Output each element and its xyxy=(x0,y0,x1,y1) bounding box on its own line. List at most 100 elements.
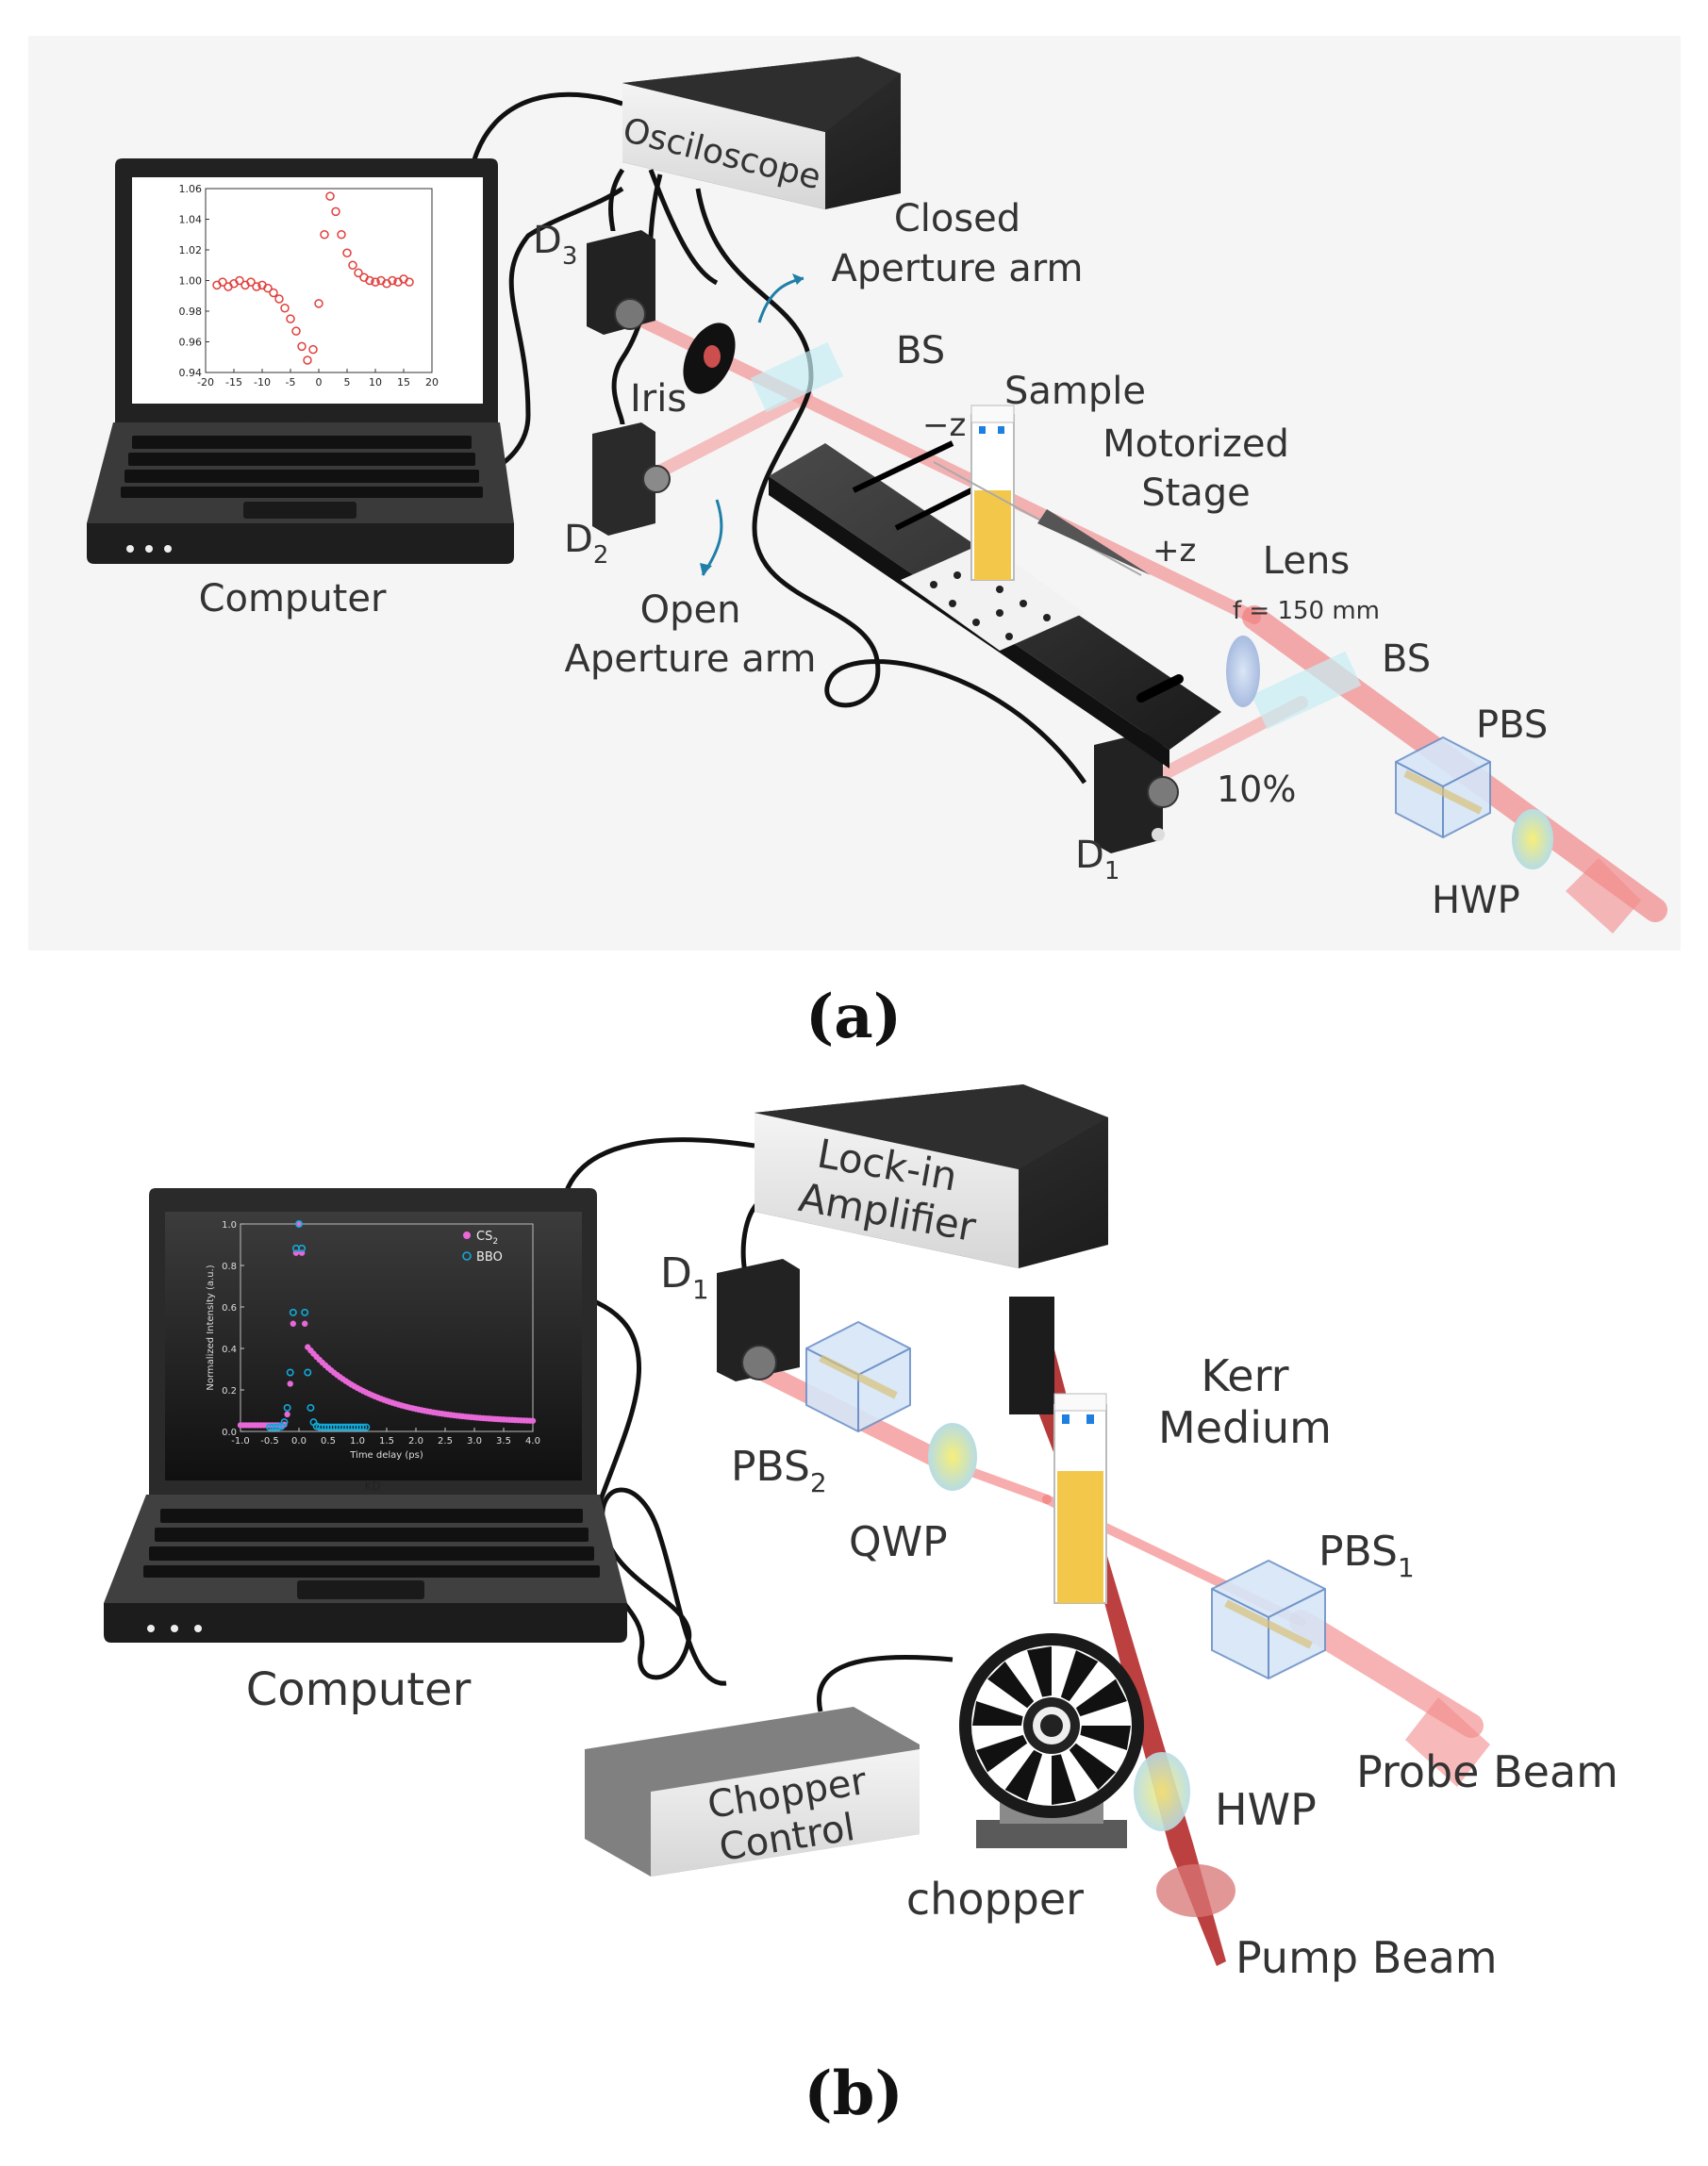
plot-a-point xyxy=(297,341,307,352)
plot-a-xtick-label: 15 xyxy=(397,376,410,389)
plot-a-point xyxy=(320,230,329,240)
chopper-blade xyxy=(976,1734,1028,1773)
detector-d3 xyxy=(587,230,655,335)
open-aperture-label-2: Aperture arm xyxy=(565,637,817,681)
pbs2-label: PBS2 xyxy=(731,1443,827,1498)
d1-label-a: D1 xyxy=(1075,834,1119,885)
ten-percent-label: 10% xyxy=(1217,769,1296,810)
motorized-label-2: Stage xyxy=(1141,471,1251,515)
plot-a-xtick-label: -20 xyxy=(197,376,214,389)
plot-a-xtick-label: 0 xyxy=(316,376,323,389)
plot-b-xtick-label: -0.5 xyxy=(260,1436,279,1447)
plot-b-bbo-point xyxy=(359,1423,368,1431)
plot-a-ytick-label: 0.96 xyxy=(179,337,203,349)
plot-b-bbo-point xyxy=(294,1220,303,1229)
touchpad-a xyxy=(243,502,357,519)
plot-a-point xyxy=(388,275,397,286)
plot-b-xlabel: Time delay (ps) xyxy=(349,1450,423,1461)
plot-a-point xyxy=(405,277,414,287)
plot-b-xtick-label: -1.0 xyxy=(231,1436,250,1447)
plot-b-ytick-label: 0.2 xyxy=(222,1386,237,1397)
plot-b-cs2-point xyxy=(290,1320,296,1327)
plot-a-point xyxy=(308,344,318,355)
pump-beam-label: Pump Beam xyxy=(1235,1932,1498,1983)
kerr-medium-cuvette xyxy=(1053,1393,1107,1604)
laptop-a-brand: KD xyxy=(299,407,314,420)
beam-dump xyxy=(1009,1297,1054,1414)
plot-b-bbo-point xyxy=(362,1423,371,1431)
plot-a-point xyxy=(342,248,352,257)
detector-d1 xyxy=(1094,732,1179,853)
chopper-blade xyxy=(1052,1754,1076,1805)
open-aperture-label-1: Open xyxy=(640,588,741,632)
chopper-blade xyxy=(1080,1726,1131,1750)
plot-a-point xyxy=(331,207,340,217)
hwp-label-a: HWP xyxy=(1432,879,1520,922)
motorized-label-1: Motorized xyxy=(1103,422,1289,466)
plot-b-xtick-label: 1.5 xyxy=(379,1436,394,1447)
plot-a-point xyxy=(325,191,335,201)
plot-b-legend-bbo: BBO xyxy=(476,1250,503,1265)
closed-aperture-label-2: Aperture arm xyxy=(832,247,1084,290)
plot-a-ytick-label: 0.98 xyxy=(179,306,203,318)
plot-a-point xyxy=(246,277,256,287)
chopper-control: Chopper Control xyxy=(585,1707,920,1877)
plot-a-point xyxy=(291,326,301,336)
plot-a-ytick-label: 1.00 xyxy=(179,275,203,288)
plot-a-point xyxy=(371,277,380,287)
plot-b-xtick-label: 0.5 xyxy=(321,1436,336,1447)
plot-b-cs2-point xyxy=(529,1417,537,1424)
laser-input-a xyxy=(1566,858,1641,934)
plot-b-xtick-label: 2.5 xyxy=(438,1436,453,1447)
plot-b-bbo-point xyxy=(289,1308,297,1316)
iris xyxy=(683,322,736,394)
plot-a-point xyxy=(252,282,261,291)
minus-z-label: −z xyxy=(922,406,966,444)
panel-b-label: (b) xyxy=(804,2059,903,2129)
qwp-plate xyxy=(928,1423,977,1491)
detector-d2 xyxy=(592,422,671,536)
optical-chopper xyxy=(959,1633,1144,1848)
kerr-label-2: Medium xyxy=(1158,1402,1332,1453)
panel-a-label: (a) xyxy=(805,982,902,1052)
laptop-b-brand: KD xyxy=(364,1480,380,1493)
bs-label-bottom: BS xyxy=(1382,637,1431,681)
plot-b-ytick-label: 0.6 xyxy=(222,1303,237,1314)
d1-label-b: D1 xyxy=(660,1249,709,1305)
d2-label: D2 xyxy=(564,518,608,570)
beam-splitter-top xyxy=(750,341,844,413)
plot-a-xtick-label: -10 xyxy=(254,376,271,389)
hwp-label-b: HWP xyxy=(1215,1784,1317,1835)
pbs2-cube xyxy=(805,1320,911,1433)
hwp-plate-b xyxy=(1134,1752,1190,1831)
plot-a-point xyxy=(337,230,346,240)
chopper-label: chopper xyxy=(906,1874,1084,1925)
plot-b-bbo-point xyxy=(286,1368,294,1377)
plot-b-bbo-point xyxy=(307,1403,315,1412)
closed-aperture-label-1: Closed xyxy=(894,197,1020,240)
plot-b-ytick-label: 0.8 xyxy=(222,1262,237,1272)
pump-laser-input xyxy=(1156,1864,1235,1917)
plot-b-bbo-point xyxy=(304,1368,312,1377)
plot-a-point xyxy=(303,355,312,365)
plot-b-bbo-point xyxy=(283,1403,291,1412)
plus-z-label: +z xyxy=(1152,532,1196,570)
plot-b-cs2-point xyxy=(287,1381,293,1387)
plot-b-xtick-label: 4.0 xyxy=(525,1436,540,1447)
plot-b-bbo-point xyxy=(301,1308,309,1316)
plot-a-ytick-label: 0.94 xyxy=(179,367,203,379)
plot-b-xtick-label: 2.0 xyxy=(408,1436,423,1447)
laptop-a-screen xyxy=(132,177,483,404)
plot-a-point xyxy=(218,277,227,287)
bs-label-top: BS xyxy=(896,329,945,372)
focusing-lens xyxy=(1226,636,1260,707)
touchpad-b xyxy=(297,1580,424,1599)
pbs1-cube xyxy=(1211,1559,1326,1680)
detector-d1-b xyxy=(717,1259,800,1381)
keyboard-a xyxy=(121,436,483,498)
cables xyxy=(414,91,1087,785)
plot-a-ytick-label: 1.02 xyxy=(179,244,203,256)
chopper-blade xyxy=(1075,1678,1127,1717)
